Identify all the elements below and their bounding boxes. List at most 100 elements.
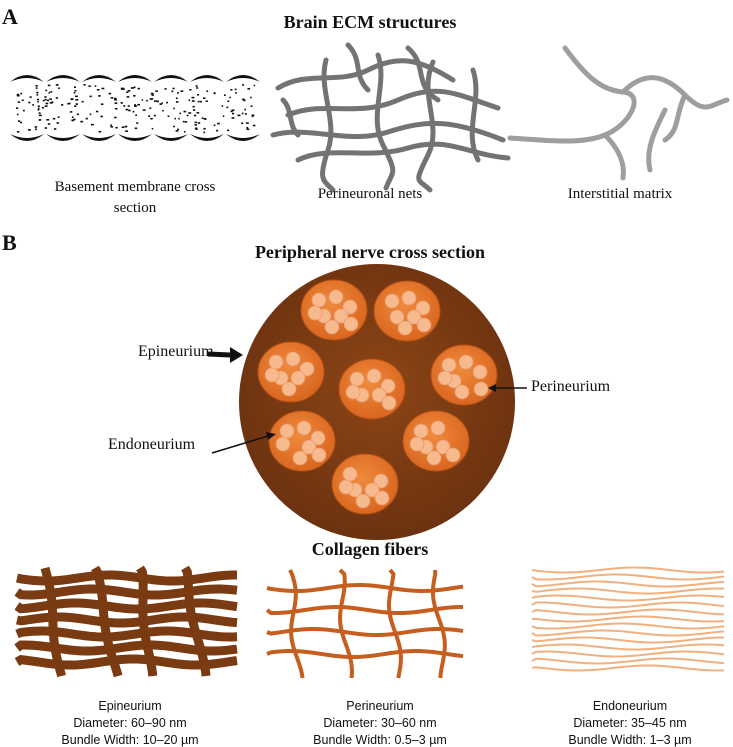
endoneurium-fiber-bundle: Bundle Width: 1–3 µm [568, 733, 692, 747]
membrane-speck [20, 121, 23, 124]
endoneurium-fiber [531, 587, 725, 595]
membrane-speck [74, 86, 76, 88]
membrane-speck [37, 105, 40, 108]
membrane-speck [251, 115, 254, 118]
endoneurium-fiber [531, 566, 725, 574]
endoneurium-fiber [531, 608, 725, 616]
membrane-speck [150, 117, 153, 120]
membrane-speck [174, 117, 176, 120]
membrane-speck [191, 100, 195, 102]
membrane-speck [80, 120, 84, 123]
membrane-speck [196, 87, 199, 89]
membrane-speck [226, 106, 229, 109]
axon [437, 370, 453, 386]
membrane-speck [151, 94, 154, 96]
axon [281, 381, 297, 397]
membrane-speck [241, 112, 244, 115]
membrane-speck [70, 98, 73, 101]
membrane-speck [172, 87, 175, 90]
membrane-speck [17, 101, 21, 103]
membrane-speck [58, 87, 60, 89]
membrane-speck [53, 128, 57, 130]
membrane-speck [98, 95, 101, 97]
membrane-speck [47, 123, 51, 125]
axon [355, 493, 371, 509]
endoneurium-fiber [531, 636, 725, 644]
membrane-speck [244, 108, 246, 111]
membrane-speck [20, 92, 23, 95]
membrane-arc-top [82, 75, 116, 82]
membrane-arc-top [226, 75, 260, 82]
axon [374, 490, 390, 506]
epineurium-label: Epineurium [138, 343, 214, 360]
membrane-speck [75, 103, 78, 105]
perineurium-cross-fiber [430, 569, 447, 679]
perineurium-label: Perineurium [531, 378, 611, 395]
membrane-speck [29, 96, 32, 98]
perineurium-fiber [266, 626, 464, 638]
interstitial-matrix-illustration [507, 45, 730, 181]
membrane-speck [16, 113, 19, 116]
membrane-speck [110, 97, 114, 99]
membrane-speck [189, 89, 192, 91]
membrane-speck [191, 96, 195, 99]
perineurium-fiber-bundle: Bundle Width: 0.5–3 µm [313, 733, 447, 747]
axon [343, 316, 359, 332]
epineurium-fibers [14, 565, 238, 678]
axon [384, 293, 400, 309]
membrane-speck [253, 84, 256, 87]
membrane-speck [195, 128, 198, 130]
membrane-speck [135, 114, 137, 116]
membrane-speck [222, 115, 225, 117]
membrane-speck [188, 112, 192, 114]
membrane-speck [114, 102, 118, 104]
endoneurium-fiber [531, 643, 725, 651]
membrane-speck [55, 84, 59, 86]
membrane-speck [149, 98, 153, 100]
membrane-speck [164, 88, 167, 90]
axon [401, 290, 417, 306]
membrane-speck [175, 97, 178, 100]
membrane-speck [100, 103, 104, 105]
membrane-arc-bottom [118, 134, 152, 141]
membrane-arc-bottom [190, 134, 224, 141]
axon [290, 370, 306, 386]
membrane-speck [114, 99, 117, 101]
membrane-speck [197, 94, 199, 96]
membrane-speck [57, 116, 60, 118]
membrane-speck [205, 100, 208, 102]
membrane-speck [148, 115, 151, 117]
axon [415, 300, 431, 316]
membrane-speck [37, 100, 39, 103]
membrane-speck [120, 102, 123, 104]
membrane-speck [136, 122, 139, 124]
axon [311, 292, 327, 308]
membrane-speck [184, 131, 186, 133]
axon [416, 317, 432, 333]
membrane-speck [90, 123, 94, 126]
endoneurium-fiber [531, 601, 725, 609]
membrane-speck [186, 114, 189, 117]
membrane-speck [149, 107, 152, 109]
endoneurium-fiber-name: Endoneurium [592, 699, 668, 713]
membrane-speck [192, 109, 196, 111]
epineurium-fiber-caption: Epineurium Diameter: 60–90 nm Bundle Wid… [40, 698, 220, 747]
membrane-speck [98, 130, 102, 133]
membrane-speck [73, 92, 76, 94]
membrane-speck [142, 109, 146, 111]
membrane-speck [121, 126, 125, 128]
endoneurium-fiber [531, 622, 725, 630]
membrane-speck [237, 114, 241, 117]
membrane-speck [37, 98, 40, 101]
perineurium-arrowhead [488, 384, 496, 392]
membrane-speck [56, 122, 59, 124]
perineuronal-nets-illustration [270, 42, 511, 193]
membrane-arc-top [10, 75, 44, 82]
membrane-speck [88, 85, 91, 87]
axon [296, 420, 312, 436]
axon [338, 479, 354, 495]
membrane-speck [38, 107, 40, 110]
membrane-speck [50, 91, 53, 93]
membrane-speck [46, 99, 50, 102]
membrane-speck [179, 112, 181, 115]
